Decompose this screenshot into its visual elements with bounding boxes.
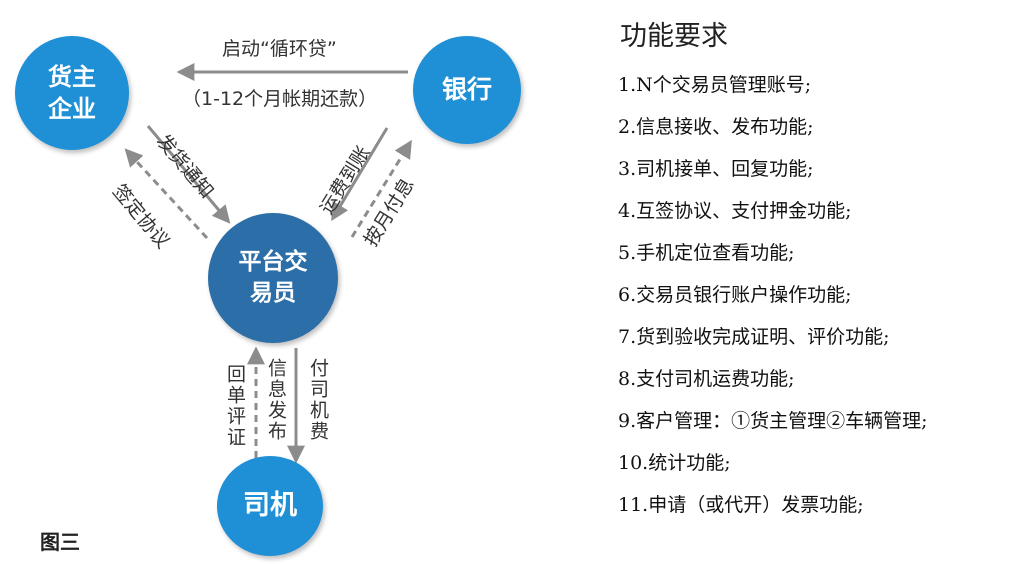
arrow-platform-to-shipper xyxy=(124,148,209,240)
requirement-item: 8.支付司机运费功能; xyxy=(618,368,795,390)
requirement-item: 4.互签协议、支付押金功能; xyxy=(618,200,852,222)
node-platform: 平台交 易员 xyxy=(208,213,338,343)
arrow-bank-to-platform xyxy=(331,127,389,222)
requirement-item: 7.货到验收完成证明、评价功能; xyxy=(618,326,890,348)
figure-label: 图三 xyxy=(40,530,80,554)
requirement-item: 10.统计功能; xyxy=(618,452,731,474)
edge-label-info-publish: 信息发布 xyxy=(265,358,287,442)
edge-label-pay-driver: 付司机费 xyxy=(307,358,329,442)
requirement-item: 6.交易员银行账户操作功能; xyxy=(618,284,852,306)
arrow-platform-to-bank xyxy=(350,139,412,238)
node-shipper: 货主 企业 xyxy=(15,36,129,150)
requirements-list: 1.N个交易员管理账号; 2.信息接收、发布功能; 3.司机接单、回复功能; 4… xyxy=(618,64,928,526)
requirement-item: 3.司机接单、回复功能; xyxy=(618,158,814,180)
edge-label-loan: 启动“循环贷” xyxy=(222,38,337,60)
requirement-item: 1.N个交易员管理账号; xyxy=(618,74,812,96)
edge-label-receipt-review: 回单评证 xyxy=(224,364,246,448)
requirement-item: 11.申请（或代开）发票功能; xyxy=(618,494,864,516)
requirement-item: 9.客户管理：①货主管理②车辆管理; xyxy=(618,410,928,432)
arrow-shipper-to-platform xyxy=(146,125,231,224)
requirement-item: 2.信息接收、发布功能; xyxy=(618,116,814,138)
node-driver-label: 司机 xyxy=(243,489,297,521)
node-platform-label: 平台交 易员 xyxy=(238,248,308,306)
edge-label-loan-term: （1-12个月帐期还款） xyxy=(182,88,378,110)
node-bank-label: 银行 xyxy=(441,75,492,105)
requirement-item: 5.手机定位查看功能; xyxy=(618,242,795,264)
requirements-title: 功能要求 xyxy=(620,21,728,52)
node-driver: 司机 xyxy=(217,456,323,556)
node-shipper-label: 货主 企业 xyxy=(48,62,96,123)
node-bank: 银行 xyxy=(413,36,521,144)
